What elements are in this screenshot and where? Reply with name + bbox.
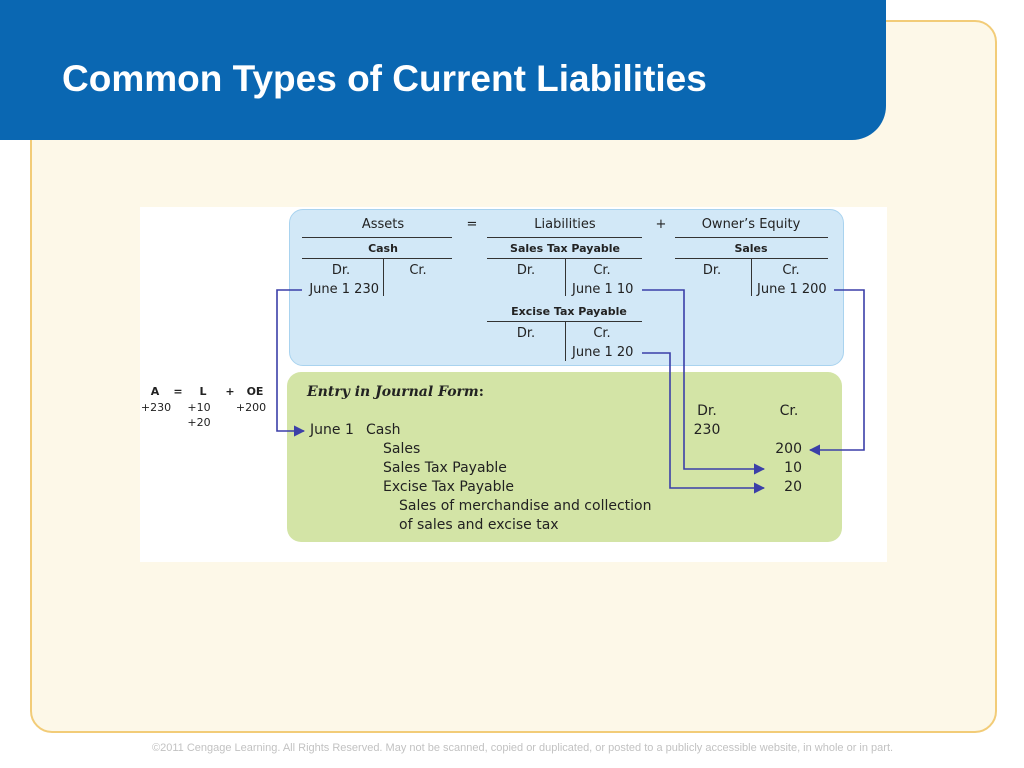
journal-line-excise-tax-payable: Excise Tax Payable [383, 479, 515, 495]
excise-tax-dr-label: Dr. [516, 326, 536, 341]
journal-sales-credit: 200 [775, 441, 802, 457]
aloe-a: A [150, 385, 160, 398]
sales-tax-t-divider [565, 258, 566, 296]
journal-entry-panel [287, 372, 842, 542]
aloe-oe-value: +200 [235, 401, 267, 414]
sales-tax-credit-entry: June 1 10 [572, 282, 634, 297]
journal-cash-debit: 230 [693, 422, 721, 438]
sales-cr-label: Cr. [782, 263, 800, 278]
cash-dr-label: Dr. [331, 263, 351, 278]
aloe-plus: + [225, 385, 235, 398]
cash-to-journal-arrow [276, 289, 306, 437]
journal-excise-tax-credit: 20 [784, 479, 802, 495]
journal-line-cash: Cash [366, 422, 401, 438]
excise-tax-credit-entry: June 1 20 [572, 345, 634, 360]
sales-t-divider [751, 258, 752, 296]
cash-t-top [302, 258, 452, 259]
journal-heading-text: Entry in Journal Form [307, 384, 479, 400]
journal-cr-header: Cr. [779, 403, 799, 419]
assets-rule [302, 237, 452, 238]
journal-line-sales-tax-payable: Sales Tax Payable [383, 460, 507, 476]
header-assets: Assets [361, 217, 405, 232]
excise-tax-t-divider [565, 321, 566, 361]
header-equals-sign: = [466, 217, 478, 232]
sales-tax-payable-title: Sales Tax Payable [510, 242, 620, 255]
liabilities-rule [487, 237, 642, 238]
cash-account-title: Cash [368, 242, 398, 255]
sales-tax-dr-label: Dr. [516, 263, 536, 278]
journal-heading-colon: : [478, 384, 484, 400]
excise-tax-cr-label: Cr. [593, 326, 611, 341]
journal-line-sales: Sales [383, 441, 421, 457]
aloe-oe: OE [246, 385, 264, 398]
journal-explanation-line-1: Sales of merchandise and collection [399, 498, 652, 514]
journal-heading: Entry in Journal Form: [307, 383, 484, 401]
sales-tax-t-top [487, 258, 642, 259]
sales-to-journal-arrow [808, 289, 865, 456]
excise-tax-payable-title: Excise Tax Payable [511, 305, 627, 318]
header-plus-sign: + [655, 217, 667, 232]
excise-tax-t-top [487, 321, 642, 322]
cash-cr-label: Cr. [409, 263, 427, 278]
aloe-l-value-1: +10 [187, 401, 211, 414]
sales-tax-to-journal-arrow [642, 289, 766, 475]
sales-tax-cr-label: Cr. [593, 263, 611, 278]
sales-account-title: Sales [734, 242, 768, 255]
journal-sales-tax-credit: 10 [784, 460, 802, 476]
aloe-equals: = [173, 385, 183, 398]
aloe-l-value-2: +20 [187, 416, 211, 429]
aloe-l: L [199, 385, 207, 398]
slide-title: Common Types of Current Liabilities [62, 58, 707, 99]
aloe-a-value: +230 [140, 401, 172, 414]
header-liabilities: Liabilities [534, 217, 596, 232]
cash-t-divider [383, 258, 384, 296]
cash-debit-entry: June 1 230 [309, 282, 379, 297]
sales-dr-label: Dr. [702, 263, 722, 278]
title-bar: Common Types of Current Liabilities [0, 0, 886, 140]
excise-tax-to-journal-arrow [642, 352, 766, 494]
header-owners-equity: Owner’s Equity [701, 217, 801, 232]
journal-date: June 1 [310, 422, 354, 438]
equity-rule [675, 237, 828, 238]
copyright-footer: ©2011 Cengage Learning. All Rights Reser… [152, 742, 894, 754]
journal-explanation-line-2: of sales and excise tax [399, 517, 559, 533]
sales-credit-entry: June 1 200 [757, 282, 827, 297]
journal-dr-header: Dr. [697, 403, 717, 419]
